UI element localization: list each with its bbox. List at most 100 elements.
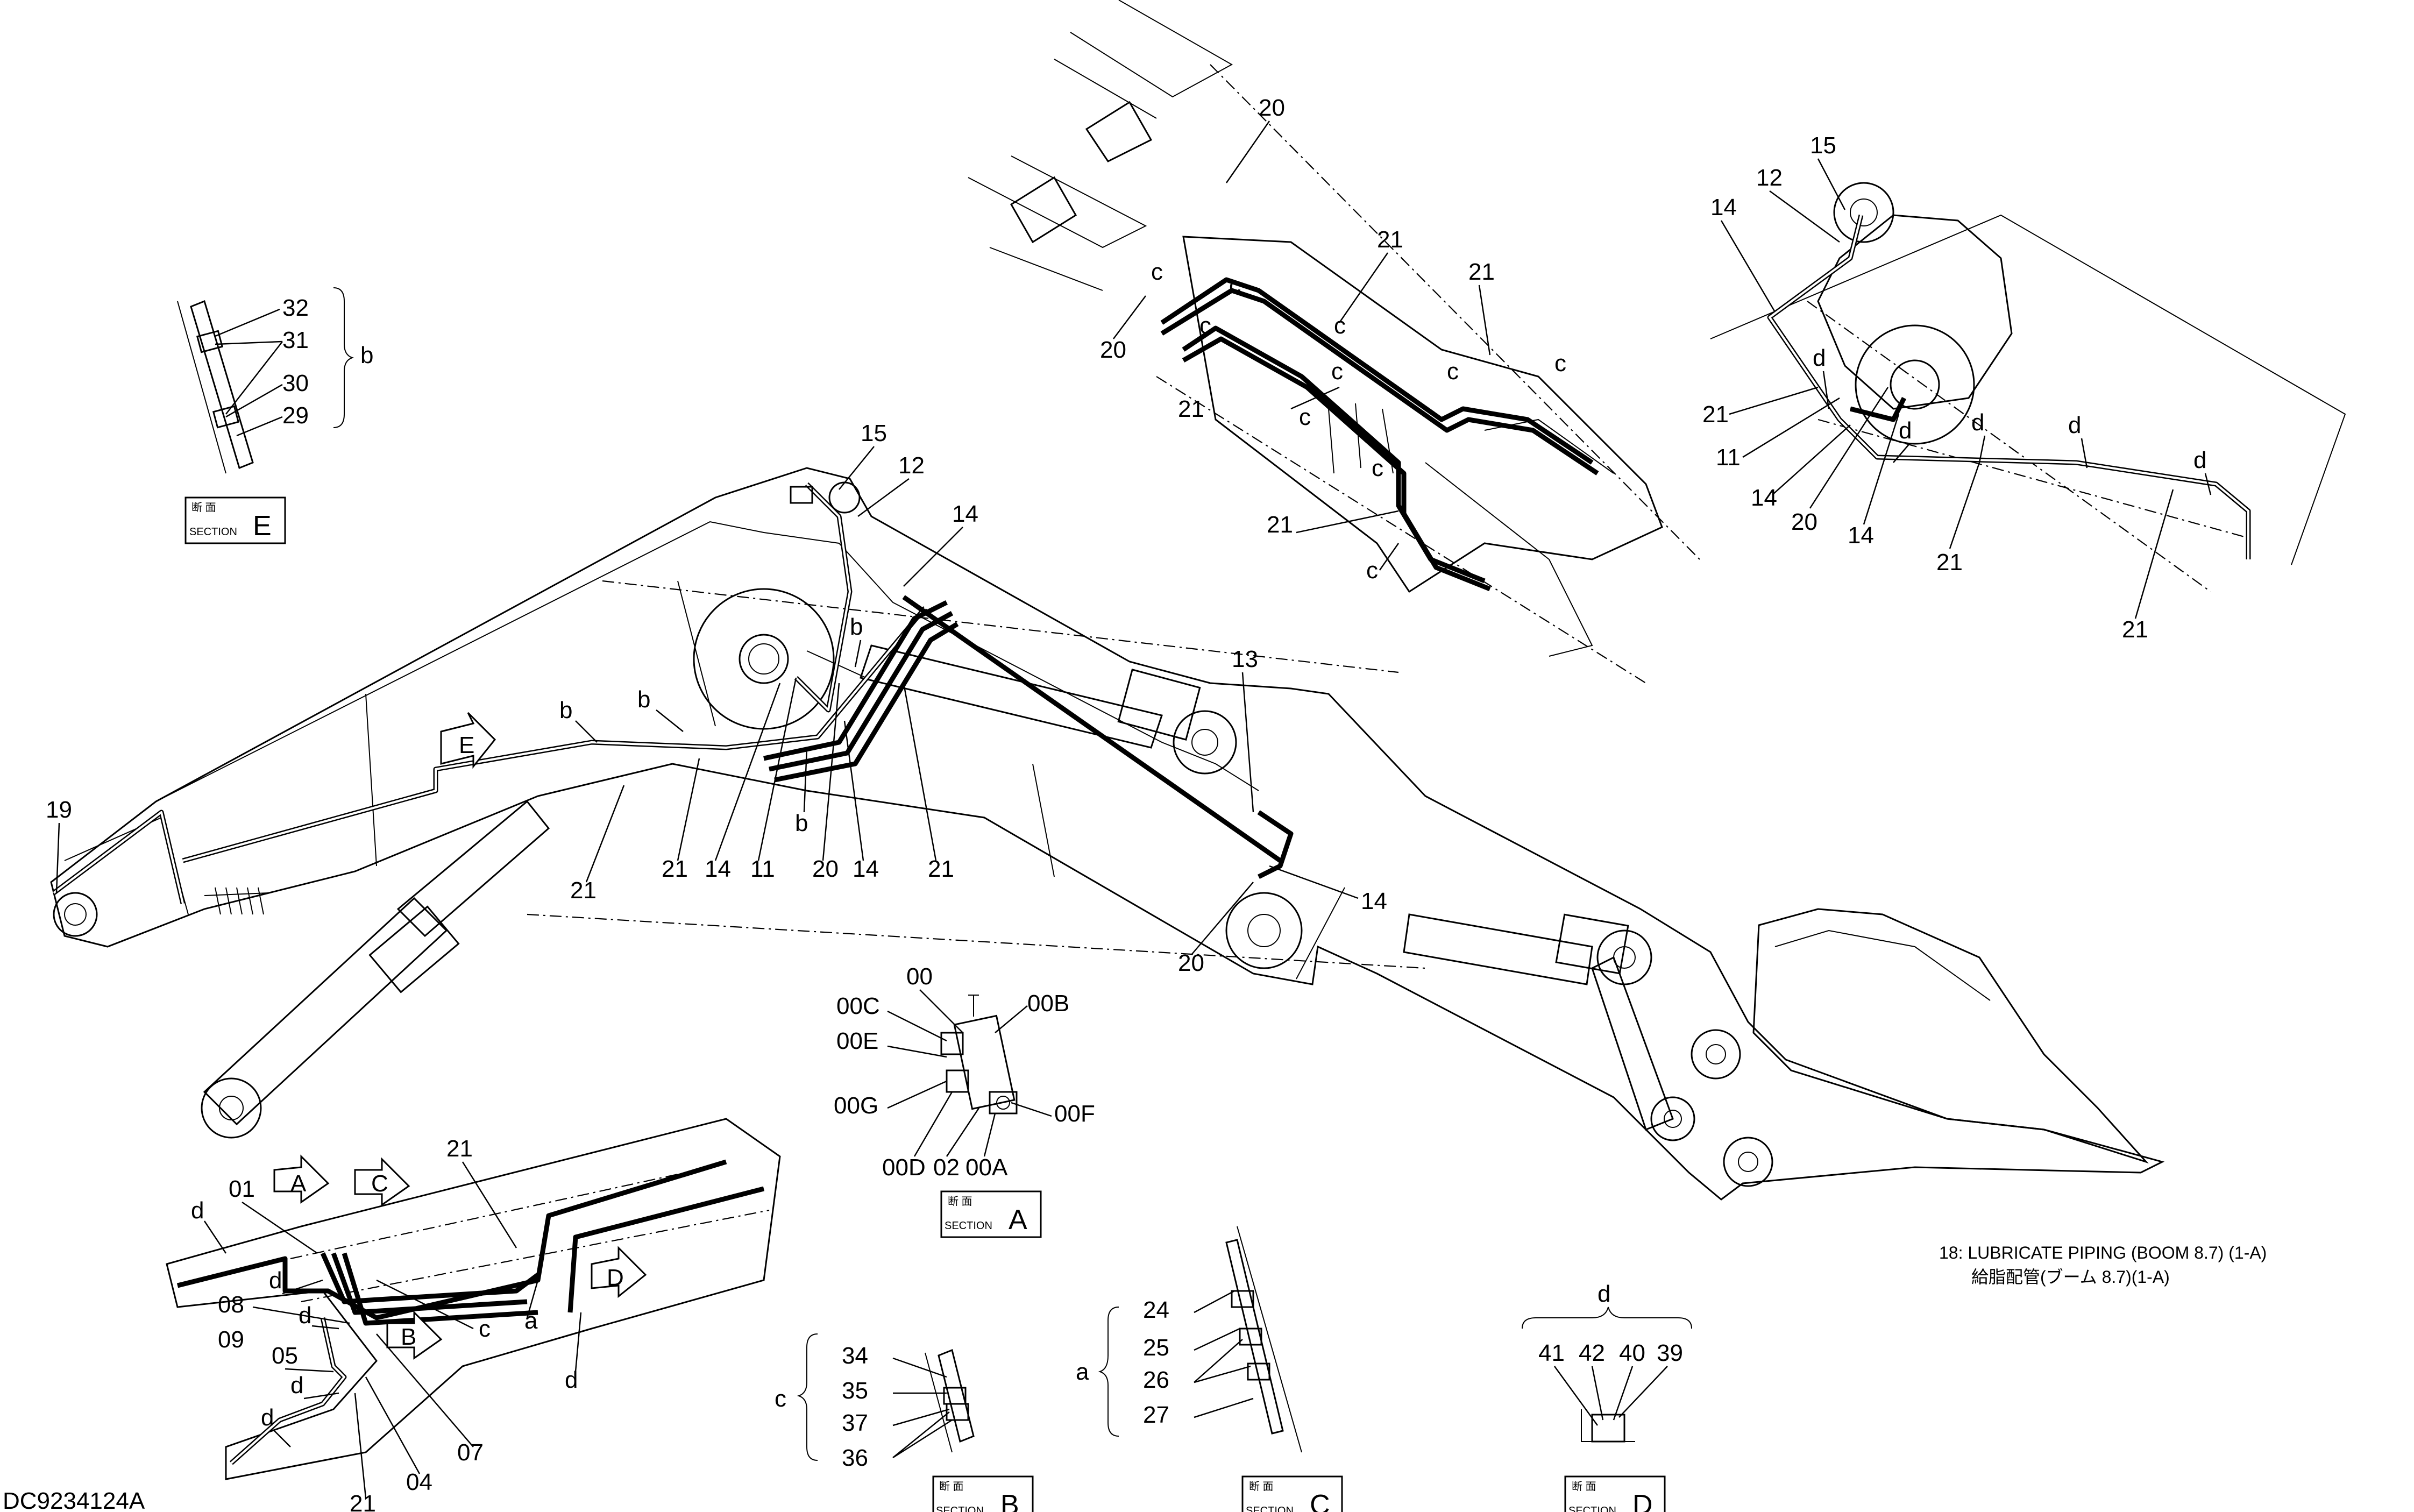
svg-text:SECTION: SECTION [945,1220,992,1232]
part-00d: 00D [882,1154,926,1181]
svg-text:SECTION: SECTION [1246,1505,1294,1512]
svg-text:21: 21 [2122,616,2148,643]
svg-text:21: 21 [1468,259,1495,285]
svg-text:14: 14 [1751,485,1777,511]
svg-text:a: a [524,1308,538,1334]
caption-line-2: 給脂配管(ブーム 8.7)(1-A) [1971,1267,2170,1287]
part-29: 29 [282,402,309,429]
svg-text:c: c [1447,358,1459,385]
svg-text:c: c [1331,358,1343,385]
part-26: 26 [1143,1367,1169,1393]
svg-text:05: 05 [272,1343,298,1369]
part-00g: 00G [834,1092,878,1119]
svg-text:c: c [1554,350,1566,377]
section-d-detail: d 41 42 40 39 断 面 SECTION D [1522,1281,1692,1512]
svg-text:B: B [1000,1489,1019,1512]
svg-text:A: A [1009,1204,1027,1236]
svg-text:d: d [269,1267,282,1294]
svg-text:d: d [290,1372,303,1399]
svg-text:21: 21 [1267,512,1293,538]
svg-text:E: E [459,732,474,758]
part-27: 27 [1143,1402,1169,1428]
section-b-detail: c 34 35 37 36 断 面 SECTION B [775,1333,1034,1512]
drawing-code: DC9234124A [3,1488,145,1512]
part-36: 36 [842,1445,868,1471]
svg-text:01: 01 [229,1176,255,1202]
main-label-14: 14 [952,501,978,527]
main-label-14d: 14 [1361,888,1387,914]
part-35: 35 [842,1378,868,1404]
svg-text:c: c [1372,455,1383,481]
svg-text:C: C [1310,1489,1330,1512]
svg-text:B: B [401,1324,416,1350]
svg-text:d: d [191,1197,204,1224]
svg-text:21: 21 [446,1135,473,1162]
part-00e: 00E [836,1028,878,1054]
svg-text:21: 21 [1702,401,1729,428]
svg-text:20: 20 [1100,337,1126,363]
main-boom-assembly [50,467,2165,1201]
svg-text:D: D [1632,1489,1653,1512]
part-31: 31 [282,327,309,353]
group-label-c: c [775,1386,786,1412]
svg-text:c: c [1334,313,1346,339]
part-00a: 00A [965,1154,1008,1181]
svg-text:SECTION: SECTION [1568,1505,1616,1512]
svg-text:12: 12 [1756,165,1783,191]
main-label-11: 11 [750,856,775,882]
lower-left-detail: A C B D 21 01 d d 08 09 d 05 d d c a 07 … [166,1118,781,1512]
svg-text:E: E [253,510,272,542]
svg-text:21: 21 [1936,549,1963,576]
svg-text:c: c [1299,404,1311,430]
main-label-b4: b [795,810,808,836]
group-label-d: d [1598,1281,1610,1307]
main-label-19: 19 [46,797,72,823]
svg-text:d: d [261,1404,274,1431]
main-label-13: 13 [1232,646,1258,672]
top-detail-view: 20 21 21 20 c c c c c c 21 c c c 21 c [968,0,1700,684]
part-24: 24 [1143,1297,1169,1323]
part-00f: 00F [1054,1101,1095,1127]
main-label-12: 12 [898,452,925,479]
svg-text:20: 20 [1259,95,1285,121]
svg-text:15: 15 [1810,132,1836,159]
part-37: 37 [842,1410,868,1436]
svg-text:14: 14 [1848,522,1874,549]
part-34: 34 [842,1343,868,1369]
section-e-detail: 32 31 30 29 b 断 面 SECTION E [177,287,373,544]
svg-text:d: d [2193,447,2206,473]
right-detail-labels: 15 12 14 d 21 11 14 20 d 14 d d 21 d 21 [1702,132,2212,643]
part-00b: 00B [1027,990,1069,1017]
part-39: 39 [1657,1340,1683,1366]
svg-text:d: d [1899,417,1912,444]
svg-text:SECTION: SECTION [189,526,237,538]
svg-text:断 面: 断 面 [948,1195,972,1208]
part-42: 42 [1579,1340,1605,1366]
svg-text:c: c [1151,259,1163,285]
part-32: 32 [282,295,309,321]
svg-text:21: 21 [1377,226,1403,253]
main-label-20b: 20 [1178,950,1204,976]
part-00c: 00C [836,993,880,1019]
section-a-detail: 00 00C 00B 00E 00G 00F 00D 02 00A 断 面 SE… [834,963,1095,1238]
svg-text:11: 11 [1716,444,1741,471]
part-00: 00 [906,963,933,990]
main-label-21b: 21 [662,856,688,882]
svg-text:A: A [290,1170,307,1197]
svg-text:断 面: 断 面 [1572,1480,1596,1493]
main-label-20: 20 [812,856,839,882]
right-detail-view: 15 12 14 d 21 11 14 20 d 14 d d 21 d 21 [1702,132,2346,643]
svg-text:c: c [1229,272,1241,299]
part-02: 02 [933,1154,960,1181]
svg-text:21: 21 [1178,396,1204,422]
drawing-caption: 18: LUBRICATE PIPING (BOOM 8.7) (1-A) 給脂… [1939,1243,2267,1287]
main-label-b1: b [559,697,572,723]
svg-text:SECTION: SECTION [936,1505,984,1512]
main-label-21c: 21 [928,856,954,882]
svg-text:d: d [1813,345,1826,371]
part-30: 30 [282,370,309,396]
main-label-b2: b [637,686,650,713]
svg-text:d: d [1971,409,1984,436]
svg-text:c: c [479,1316,491,1342]
